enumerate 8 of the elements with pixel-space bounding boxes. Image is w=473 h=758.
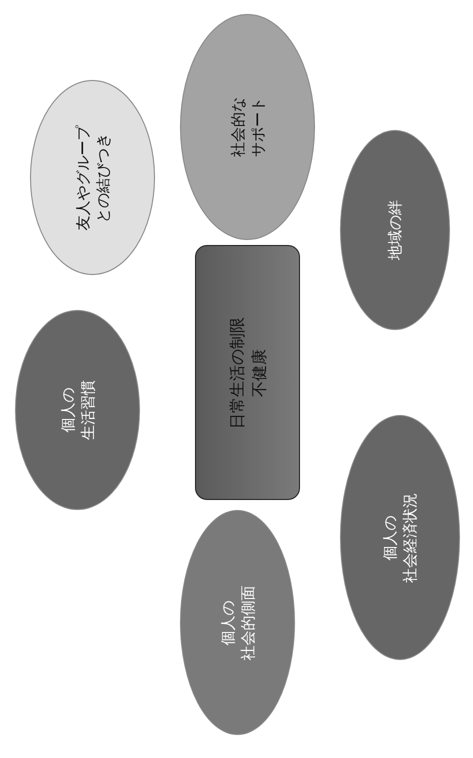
node-label: 個人の生活習慣 xyxy=(57,380,98,440)
rounded-box xyxy=(195,245,300,500)
node-label: 社会的なサポート xyxy=(227,97,268,157)
node-label: 個人の社会的側面 xyxy=(217,585,258,660)
node-label: 地域の絆 xyxy=(384,200,405,260)
node-label: 友人やグループとの結びつき xyxy=(72,125,112,230)
node-label: 日常生活の制限 不健康 xyxy=(226,316,268,428)
node-label: 個人の社会経済状況 xyxy=(380,492,420,582)
